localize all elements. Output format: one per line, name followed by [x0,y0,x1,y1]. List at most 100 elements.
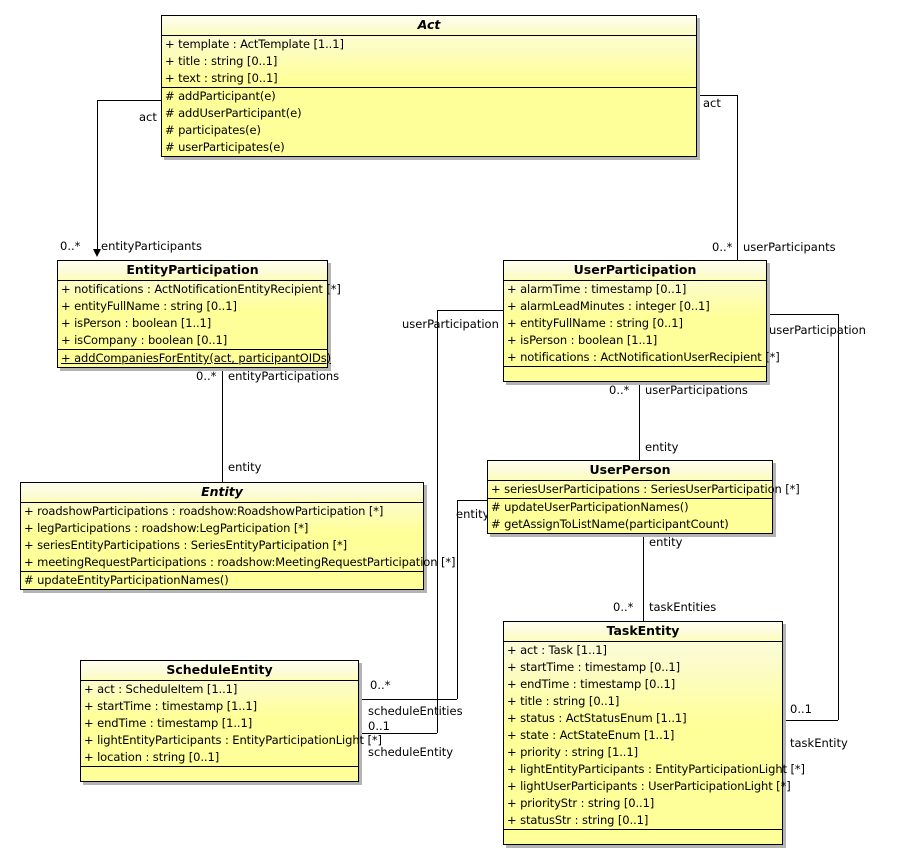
class-box-scheduleentity[interactable]: ScheduleEntity + act : ScheduleItem [1..… [80,660,382,782]
class-box-entityparticipation[interactable]: EntityParticipation + notifications : Ac… [57,260,341,368]
class-operations-scheduleentity [81,767,358,781]
class-attributes-userparticipation: + alarmTime : timestamp [0..1] + alarmLe… [504,281,780,367]
edge-userparticipation-taskentity-v [838,314,839,720]
class-box-userperson[interactable]: UserPerson + seriesUserParticipations : … [487,460,800,534]
operation-row: # addParticipant(e) [165,89,276,103]
edge-label-scheduleentity-mult: 0..1 [368,719,390,733]
class-attributes-entity: + roadshowParticipations : roadshow:Road… [21,503,456,572]
class-operations-entity: # updateEntityParticipationNames() [21,572,423,589]
attribute-row: + alarmTime : timestamp [0..1] [507,282,687,296]
attribute-row: + legParticipations : roadshow:LegPartic… [24,521,309,535]
attribute-row: + text : string [0..1] [165,71,278,85]
class-attributes-scheduleentity: + act : ScheduleItem [1..1] + startTime … [81,681,382,767]
class-operations-act: # addParticipant(e) # addUserParticipant… [162,88,696,156]
attribute-row: + isCompany : boolean [0..1] [61,333,228,347]
edge-label-userparticipants-role: userParticipants [743,240,836,254]
edge-label-taskentity-mult: 0..1 [790,702,812,716]
attribute-row: + entityFullName : string [0..1] [61,299,237,313]
edge-userparticipation-userperson [639,378,640,460]
edge-userparticipation-taskentity-h1 [767,314,838,315]
attribute-row: + template : ActTemplate [1..1] [165,37,344,51]
attribute-row: + seriesUserParticipations : SeriesUserP… [491,482,800,496]
attribute-row: + seriesEntityParticipations : SeriesEnt… [24,538,347,552]
edge-label-taskentity-role: taskEntity [790,736,848,750]
attribute-row: + state : ActStateEnum [1..1] [507,728,675,742]
attribute-row: + startTime : timestamp [1..1] [84,699,258,713]
attribute-row: + priority : string [1..1] [507,745,638,759]
class-name-userparticipation: UserParticipation [504,261,766,281]
edge-label-entityparticipants-mult: 0..* [60,239,81,253]
operation-row: # updateEntityParticipationNames() [24,573,229,587]
attribute-row: + isPerson : boolean [1..1] [61,316,212,330]
class-operations-userperson: # updateUserParticipationNames() # getAs… [488,499,772,533]
edge-label-taskentities-mult: 0..* [613,600,634,614]
operation-row: # userParticipates(e) [165,140,285,154]
edge-label-userparticipations-role: userParticipations [645,383,748,397]
edge-userperson-scheduleentity-v [457,500,458,699]
class-attributes-act: + template : ActTemplate [1..1] + title … [162,36,696,88]
attribute-row: + title : string [0..1] [165,54,278,68]
edge-label-act-right: act [703,96,721,110]
edge-userparticipation-taskentity-h2 [783,720,838,721]
edge-label-userparticipation-left: userParticipation [402,317,499,331]
class-name-taskentity: TaskEntity [504,622,782,642]
attribute-row: + title : string [0..1] [507,694,620,708]
class-name-entity: Entity [21,483,423,503]
class-name-entityparticipation: EntityParticipation [58,261,327,281]
edge-label-entity-role-mid: entity [456,507,490,521]
attribute-row: + lightEntityParticipants : EntityPartic… [507,762,805,776]
edge-label-scheduleentities-mult: 0..* [370,678,391,692]
arrowhead-entityparticipation [93,249,101,257]
edge-act-entityparticipation-v [97,100,98,250]
edge-label-entity-role-up: entity [645,440,679,454]
edge-label-scheduleentity-role: scheduleEntity [368,745,454,759]
attribute-row: + lightEntityParticipants : EntityPartic… [84,733,382,747]
edge-userperson-scheduleentity-h2 [359,699,457,700]
class-attributes-userperson: + seriesUserParticipations : SeriesUserP… [488,481,800,499]
edge-label-userparticipants-mult: 0..* [712,240,733,254]
attribute-row: + meetingRequestParticipations : roadsho… [24,555,456,569]
operation-row: + addCompaniesForEntity(act, participant… [61,351,332,365]
attribute-row: + notifications : ActNotificationEntityR… [61,282,341,296]
attribute-row: + lightUserParticipants : UserParticipat… [507,779,791,793]
edge-label-entityparticipations-mult: 0..* [196,369,217,383]
class-name-userperson: UserPerson [488,461,772,481]
attribute-row: + status : ActStatusEnum [1..1] [507,711,687,725]
class-box-taskentity[interactable]: TaskEntity + act : Task [1..1] + startTi… [503,621,805,845]
edge-label-entityparticipants-role: entityParticipants [101,239,202,253]
edge-label-entity-role-down: entity [649,535,683,549]
operation-row: # addUserParticipant(e) [165,106,302,120]
operation-row: # updateUserParticipationNames() [491,500,689,514]
edge-entityparticipation-entity [222,358,223,482]
attribute-row: + act : Task [1..1] [507,643,607,657]
edge-label-userparticipation-right: userParticipation [769,323,866,337]
attribute-row: + isPerson : boolean [1..1] [507,333,658,347]
edge-label-entity-role-left: entity [228,460,262,474]
edge-act-userparticipation-h [697,95,737,96]
class-attributes-taskentity: + act : Task [1..1] + startTime : timest… [504,642,805,830]
edge-userperson-taskentity [643,524,644,621]
edge-userparticipation-scheduleentity-h1 [437,310,503,311]
class-box-userparticipation[interactable]: UserParticipation + alarmTime : timestam… [503,260,780,382]
attribute-row: + entityFullName : string [0..1] [507,316,683,330]
edge-act-userparticipation-v [737,95,738,261]
attribute-row: + priorityStr : string [0..1] [507,796,655,810]
edge-label-taskentities-role: taskEntities [649,600,717,614]
attribute-row: + startTime : timestamp [0..1] [507,660,681,674]
edge-userparticipation-scheduleentity-h2 [359,733,437,734]
attribute-row: + roadshowParticipations : roadshow:Road… [24,504,384,518]
class-box-act[interactable]: Act + template : ActTemplate [1..1] + ti… [161,15,697,157]
class-operations-userparticipation [504,367,766,381]
class-box-entity[interactable]: Entity + roadshowParticipations : roadsh… [20,482,456,590]
class-name-act: Act [162,16,696,36]
class-operations-taskentity [504,830,782,844]
attribute-row: + statusStr : string [0..1] [507,813,649,827]
edge-label-scheduleentities-role: scheduleEntities [368,704,463,718]
attribute-row: + act : ScheduleItem [1..1] [84,682,238,696]
edge-userperson-scheduleentity-h1 [457,500,487,501]
attribute-row: + notifications : ActNotificationUserRec… [507,350,780,364]
attribute-row: + endTime : timestamp [0..1] [507,677,676,691]
edge-userparticipation-scheduleentity-v [437,310,438,733]
class-name-scheduleentity: ScheduleEntity [81,661,358,681]
